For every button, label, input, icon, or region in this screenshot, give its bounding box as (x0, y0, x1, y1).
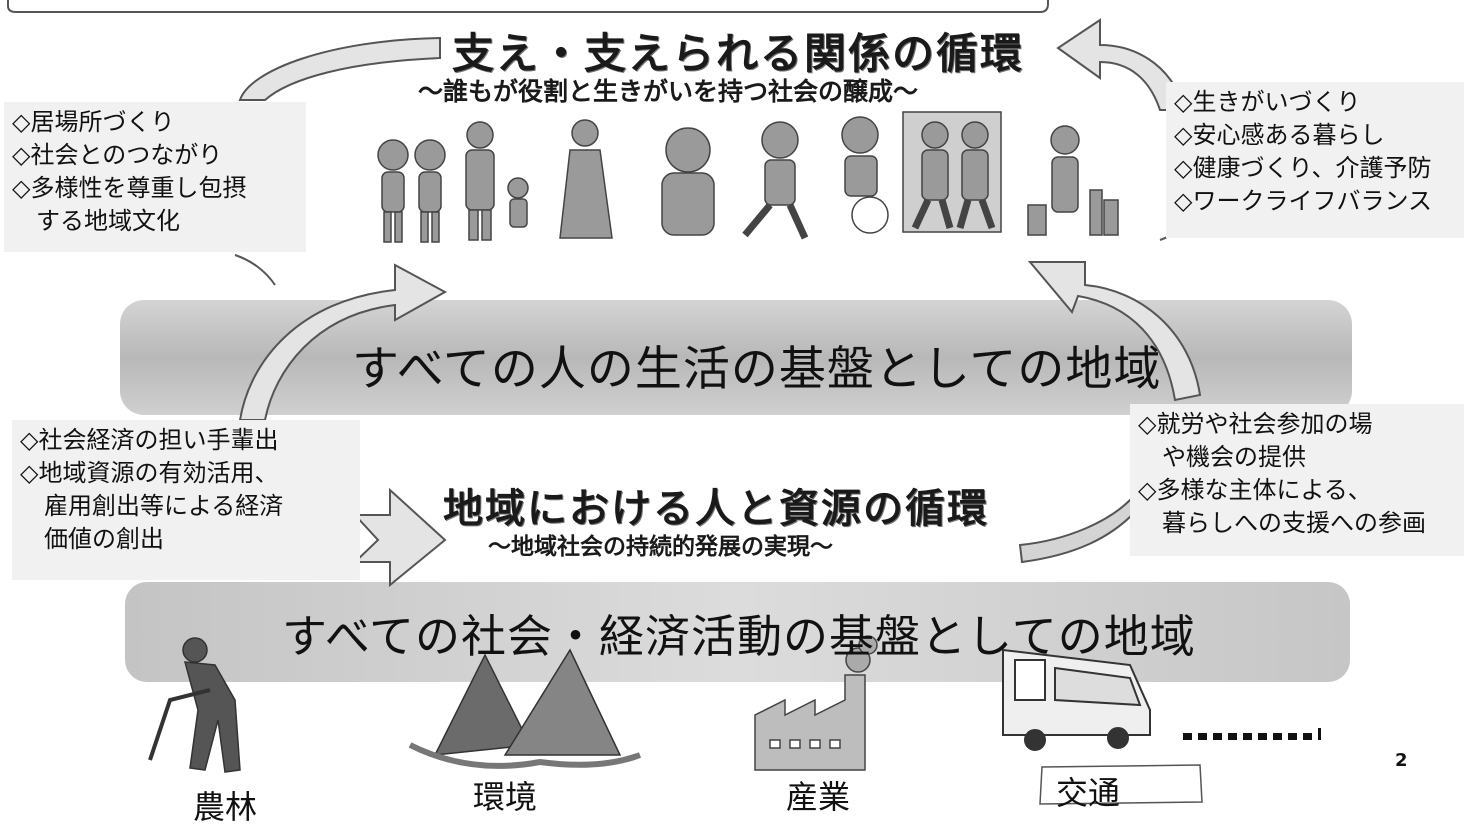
right-top-box: ◇生きがいづくり ◇安心感ある暮らし ◇健康づくり、介護予防 ◇ワークライフバラ… (1166, 82, 1464, 238)
frame-top-border (7, 0, 1049, 13)
left-bottom-box: ◇社会経済の担い手輩出 ◇地域資源の有効活用、 雇用創出等による経済 価値の創出 (12, 420, 360, 580)
left-top-arc (234, 254, 276, 286)
people-illustration (377, 111, 1119, 243)
bottom-cycle-subtitle: ～地域社会の持続的発展の実現～ (488, 534, 833, 560)
factory-illustration (754, 635, 878, 771)
left-top-item: ◇居場所づくり (12, 108, 175, 136)
left-bottom-item: ◇地域資源の有効活用、 (20, 459, 279, 487)
left-rising-arrow (238, 263, 448, 421)
page-number: 2 (1395, 750, 1408, 771)
upper-band-label: すべての人の生活の基盤としての地域 (352, 342, 1162, 397)
category-agriculture-forestry: 農林 (193, 788, 258, 826)
category-transport: 交通 (1056, 774, 1121, 812)
right-bottom-item: ◇就労や社会参加の場 (1138, 410, 1373, 438)
right-bottom-box: ◇就労や社会参加の場 や機会の提供 ◇多様な主体による、 暮らしへの支援への参画 (1130, 404, 1464, 556)
left-top-item: する地域文化 (36, 207, 180, 235)
right-top-item: ◇安心感ある暮らし (1174, 121, 1385, 149)
transport-label-box (1039, 764, 1203, 805)
bus-illustration (1002, 648, 1151, 751)
right-bottom-item: ◇多様な主体による、 (1138, 476, 1372, 504)
right-top-item: ◇ワークライフバランス (1174, 187, 1432, 215)
top-cycle-subtitle: ～誰もが役割と生きがいを持つ社会の醸成～ (418, 77, 919, 106)
right-bottom-item: や機会の提供 (1162, 443, 1306, 471)
bottom-cycle-title: 地域における人と資源の循環 (443, 486, 989, 532)
farmer-illustration (148, 637, 241, 773)
lower-band-label: すべての社会・経済活動の基盤としての地域 (282, 610, 1196, 663)
dotted-line (1183, 728, 1321, 740)
top-right-arrow (1056, 18, 1187, 111)
mountain-illustration (408, 648, 642, 769)
left-top-item: ◇多様性を尊重し包摂 (12, 174, 247, 202)
category-environment: 環境 (473, 778, 538, 816)
category-industry: 産業 (786, 778, 851, 816)
lower-left-arrow (352, 487, 447, 588)
left-top-item: ◇社会とのつながり (12, 141, 223, 169)
right-top-item: ◇生きがいづくり (1174, 88, 1361, 116)
left-bottom-item: 価値の創出 (44, 525, 164, 553)
left-bottom-item: 雇用創出等による経済 (44, 492, 284, 520)
upper-band (120, 300, 1352, 415)
left-bottom-item: ◇社会経済の担い手輩出 (20, 426, 279, 454)
top-arrow-left-part (238, 36, 441, 101)
right-rising-arrow (1027, 261, 1202, 402)
top-cycle-title: 支え・支えられる関係の循環 (452, 29, 1025, 78)
left-top-box: ◇居場所づくり ◇社会とのつながり ◇多様性を尊重し包摂 する地域文化 (4, 102, 306, 252)
lower-right-arrow (1018, 498, 1137, 564)
right-top-item: ◇健康づくり、介護予防 (1174, 154, 1432, 182)
right-bottom-item: 暮らしへの支援への参画 (1162, 509, 1426, 537)
